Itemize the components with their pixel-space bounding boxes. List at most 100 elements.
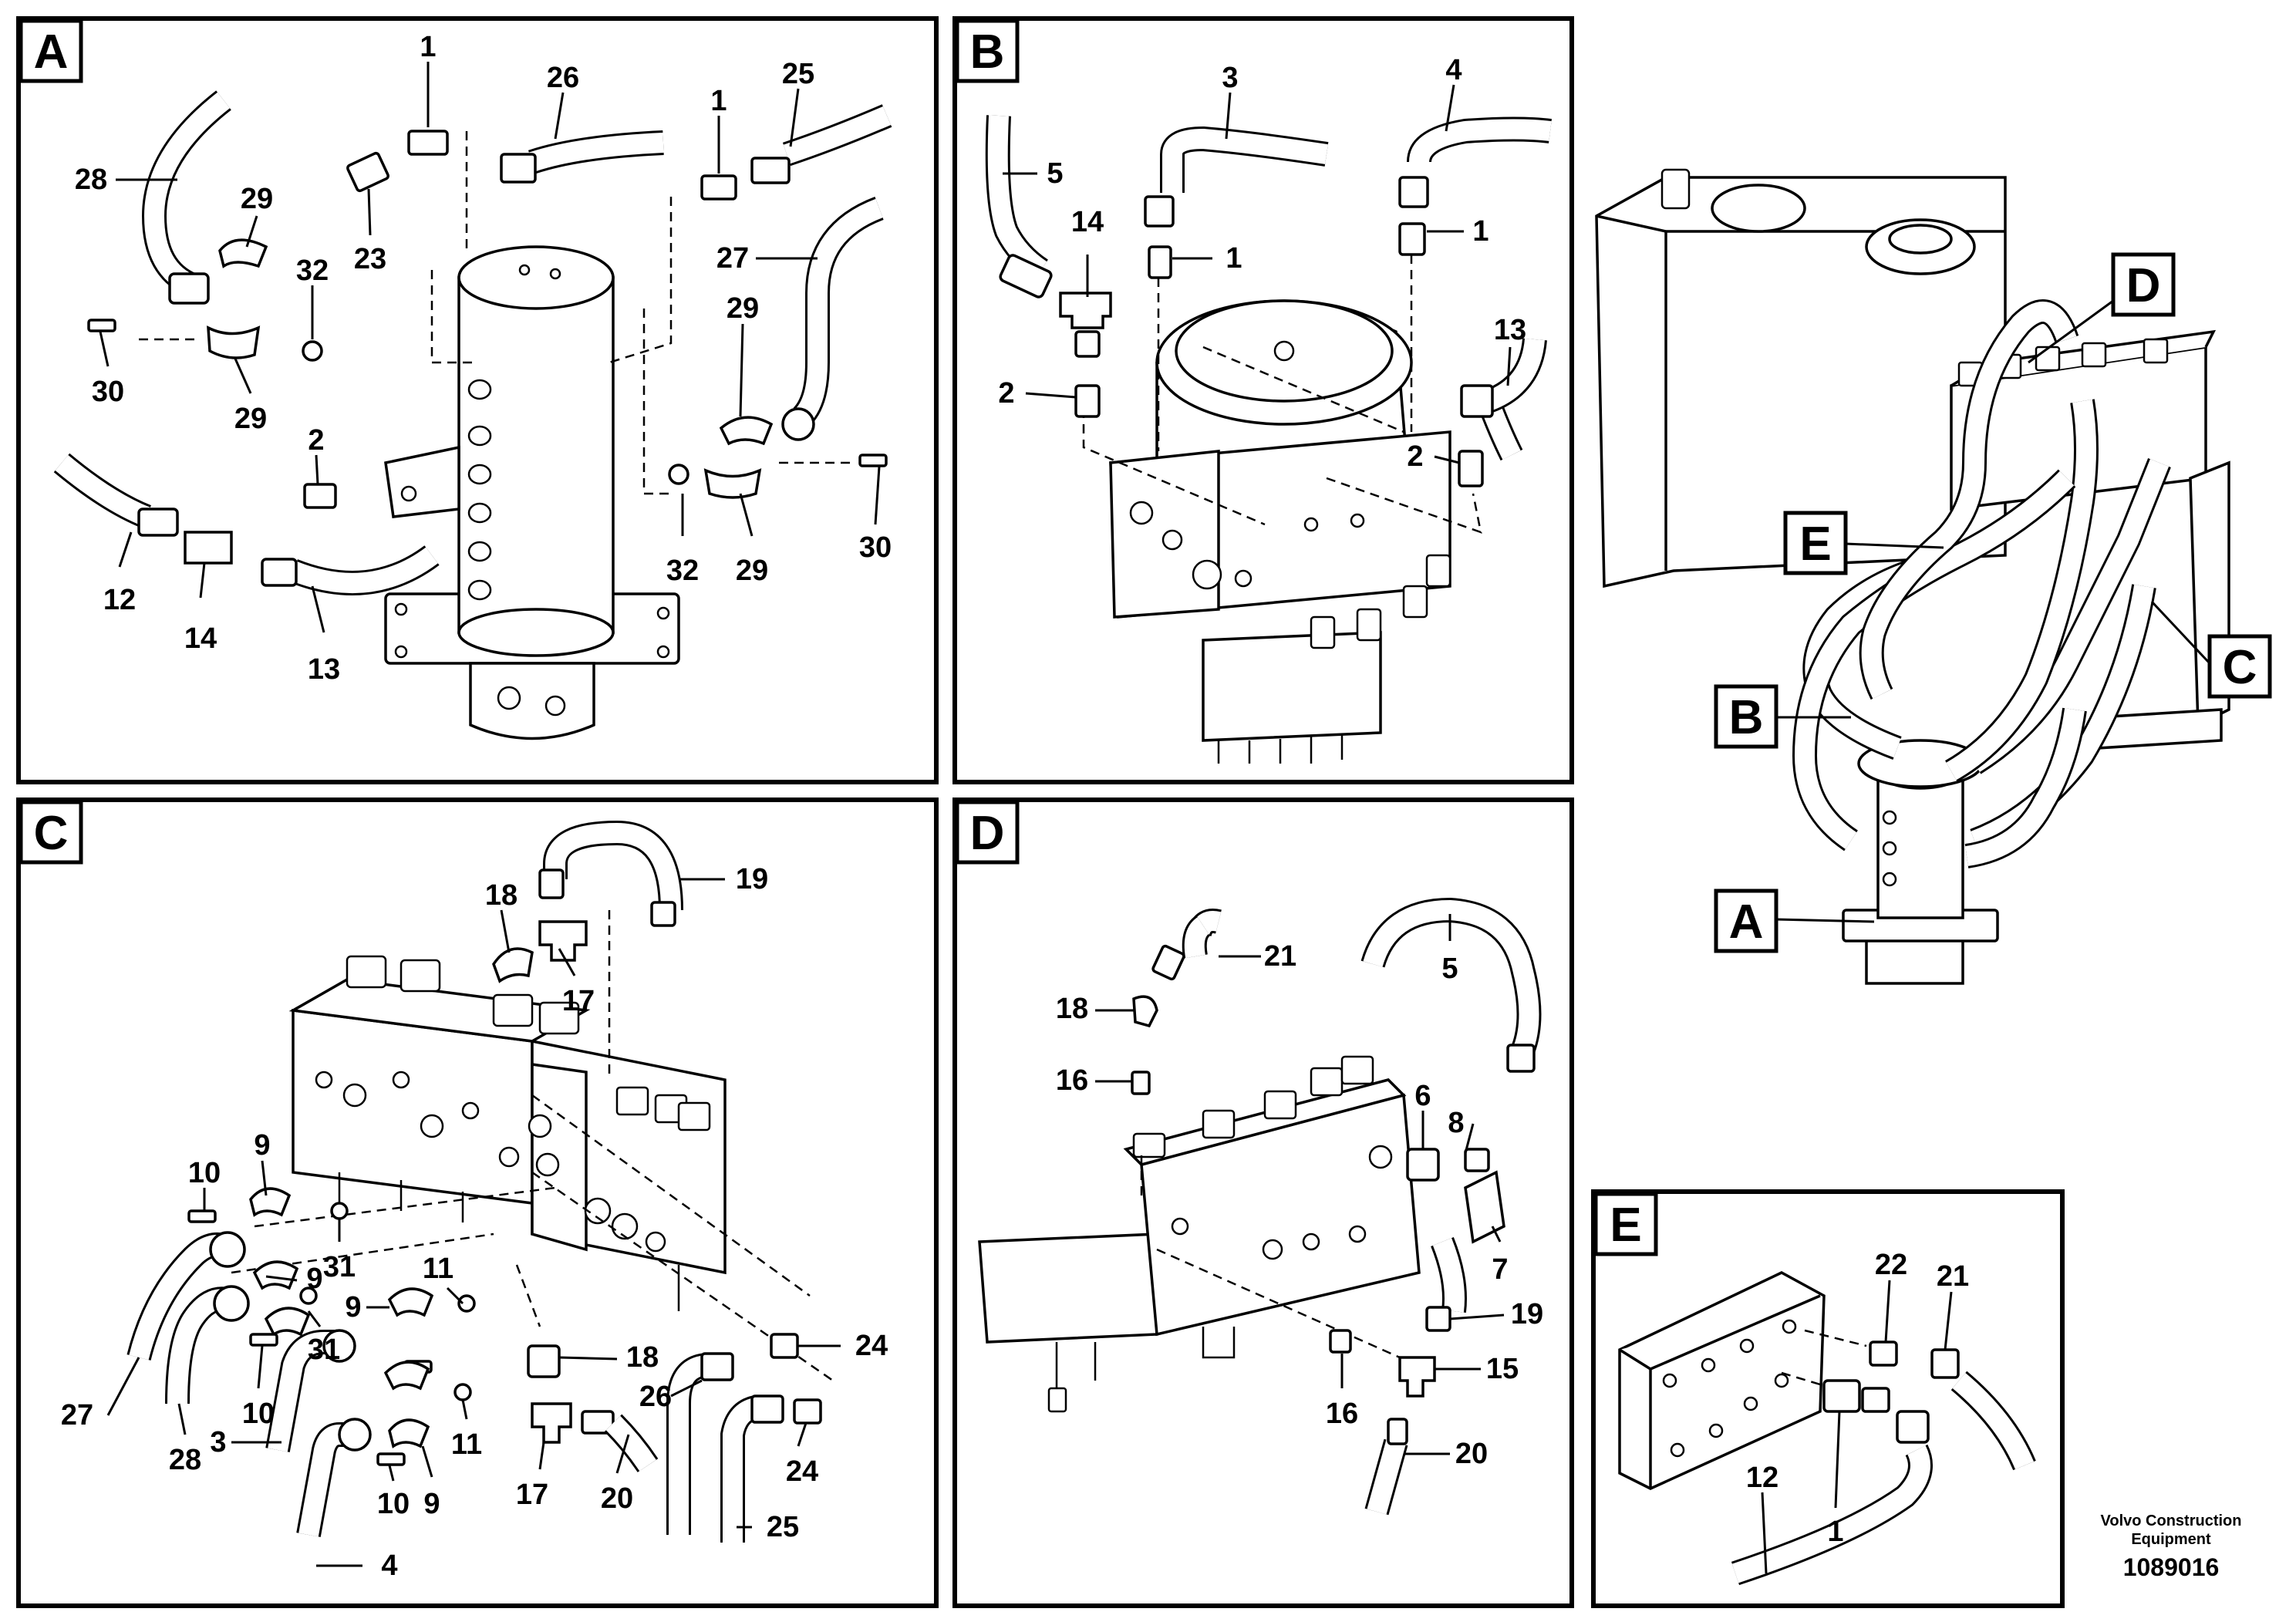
credit-block: Volvo Construction Equipment 1089016 [2101, 1512, 2242, 1581]
panel-e-tag [1593, 1192, 1658, 1256]
overview-label-e: E [1799, 518, 1831, 571]
callout-c-20: 20 [601, 1482, 633, 1515]
callout-c-19: 19 [736, 863, 768, 895]
callout-d-19: 19 [1511, 1298, 1543, 1330]
callout-c-17b: 17 [516, 1479, 548, 1511]
callout-d-7: 7 [1492, 1253, 1508, 1286]
panel-e-tag-letter: E [1610, 1199, 1641, 1252]
callout-e-21: 21 [1937, 1260, 1969, 1293]
callout-e-22: 22 [1875, 1249, 1907, 1281]
overview-label-d: D [2126, 259, 2161, 312]
overview-tag-d [2111, 252, 2176, 317]
callout-b-13: 13 [1494, 314, 1526, 346]
overview-label-a: A [1729, 895, 1764, 949]
callout-a-1: 1 [420, 31, 436, 63]
callout-c-10b: 10 [242, 1398, 275, 1430]
callout-d-16b: 16 [1326, 1398, 1358, 1430]
callout-c-4: 4 [381, 1549, 397, 1582]
panel-c-tag [19, 800, 83, 865]
callout-a-12: 12 [103, 584, 136, 616]
callout-c-11b: 11 [451, 1428, 482, 1461]
swivel-joint [384, 245, 680, 740]
callout-d-5: 5 [1441, 953, 1458, 985]
credit-line-2: Equipment [2131, 1531, 2211, 1548]
callout-c-27: 27 [61, 1399, 93, 1431]
machine-overview: D E C B A [1595, 168, 2272, 985]
callout-a-29: 29 [241, 183, 273, 215]
callout-c-10c: 10 [377, 1488, 410, 1520]
callout-a-28: 28 [75, 164, 107, 196]
callout-a-30b: 30 [859, 531, 892, 564]
callout-c-26: 26 [639, 1381, 672, 1413]
callout-c-9d: 9 [423, 1488, 440, 1520]
credit-line-1: Volvo Construction [2101, 1512, 2242, 1529]
callout-a-14: 14 [184, 622, 217, 655]
mounting-plate [1618, 1271, 1826, 1490]
callout-a-32b: 32 [666, 555, 699, 587]
callout-c-18: 18 [485, 879, 518, 912]
callout-a-32: 32 [296, 255, 329, 287]
panel-d: D 21 [952, 798, 1574, 1608]
callout-c-11: 11 [423, 1253, 453, 1285]
panel-a-tag [19, 19, 83, 83]
overview-label-c: C [2223, 641, 2257, 694]
control-valve-c [288, 955, 727, 1311]
callout-c-3: 3 [210, 1426, 226, 1458]
callout-b-3: 3 [1222, 62, 1238, 94]
callout-c-31b: 31 [308, 1334, 340, 1366]
callout-a-1b: 1 [710, 85, 727, 117]
callout-e-1: 1 [1827, 1516, 1843, 1548]
callout-c-9: 9 [254, 1129, 270, 1162]
drawing-number: 1089016 [2123, 1553, 2220, 1581]
callout-a-23: 23 [354, 243, 386, 275]
callout-d-21: 21 [1264, 940, 1296, 973]
overview-label-b: B [1729, 691, 1764, 744]
callout-d-8: 8 [1448, 1107, 1464, 1139]
callout-a-25: 25 [782, 58, 814, 90]
callout-b-2b: 2 [1407, 440, 1423, 473]
swing-motor [1109, 299, 1451, 764]
overview-tag-c [2207, 634, 2272, 699]
panel-d-tag [955, 800, 1020, 865]
callout-a-13: 13 [308, 653, 340, 686]
callout-d-20: 20 [1455, 1438, 1488, 1470]
panel-c-frame [16, 798, 939, 1608]
callout-b-2: 2 [998, 377, 1014, 410]
callout-b-5: 5 [1047, 157, 1063, 190]
callout-a-2: 2 [308, 424, 324, 457]
callout-a-26: 26 [547, 62, 579, 94]
callout-a-29c: 29 [234, 403, 267, 435]
callout-c-31: 31 [323, 1251, 356, 1283]
callout-c-9b: 9 [306, 1263, 322, 1295]
control-valve-d [978, 1055, 1421, 1413]
panel-c: C [16, 798, 939, 1608]
overview-tag-a [1714, 889, 1778, 953]
callout-c-24: 24 [855, 1330, 888, 1362]
callout-c-18b: 18 [626, 1341, 659, 1374]
panel-b-tag [955, 19, 1020, 83]
callout-c-25: 25 [767, 1511, 799, 1543]
callout-c-28: 28 [169, 1444, 201, 1476]
panel-c-tag-letter: C [34, 807, 69, 860]
callout-b-14: 14 [1071, 206, 1104, 238]
panel-a-tag-letter: A [34, 25, 69, 79]
callout-d-16: 16 [1056, 1064, 1088, 1097]
callout-d-6: 6 [1414, 1080, 1431, 1112]
overview-tag-e [1783, 511, 1848, 575]
callout-e-12: 12 [1746, 1462, 1778, 1494]
panel-a: A [16, 16, 939, 784]
callout-b-4: 4 [1445, 54, 1462, 86]
callout-c-9c: 9 [345, 1291, 361, 1324]
panel-e: E 22 21 12 1 [1591, 1189, 2065, 1608]
callout-c-10: 10 [188, 1157, 221, 1189]
callout-d-15: 15 [1486, 1353, 1519, 1385]
callout-c-24b: 24 [786, 1455, 818, 1488]
panel-d-tag-letter: D [970, 807, 1005, 860]
callout-a-27: 27 [716, 242, 749, 275]
panel-b-tag-letter: B [970, 25, 1005, 79]
callout-b-1b: 1 [1472, 215, 1489, 248]
callout-d-18: 18 [1056, 993, 1088, 1025]
callout-a-30: 30 [92, 376, 124, 408]
callout-a-29d: 29 [736, 555, 768, 587]
